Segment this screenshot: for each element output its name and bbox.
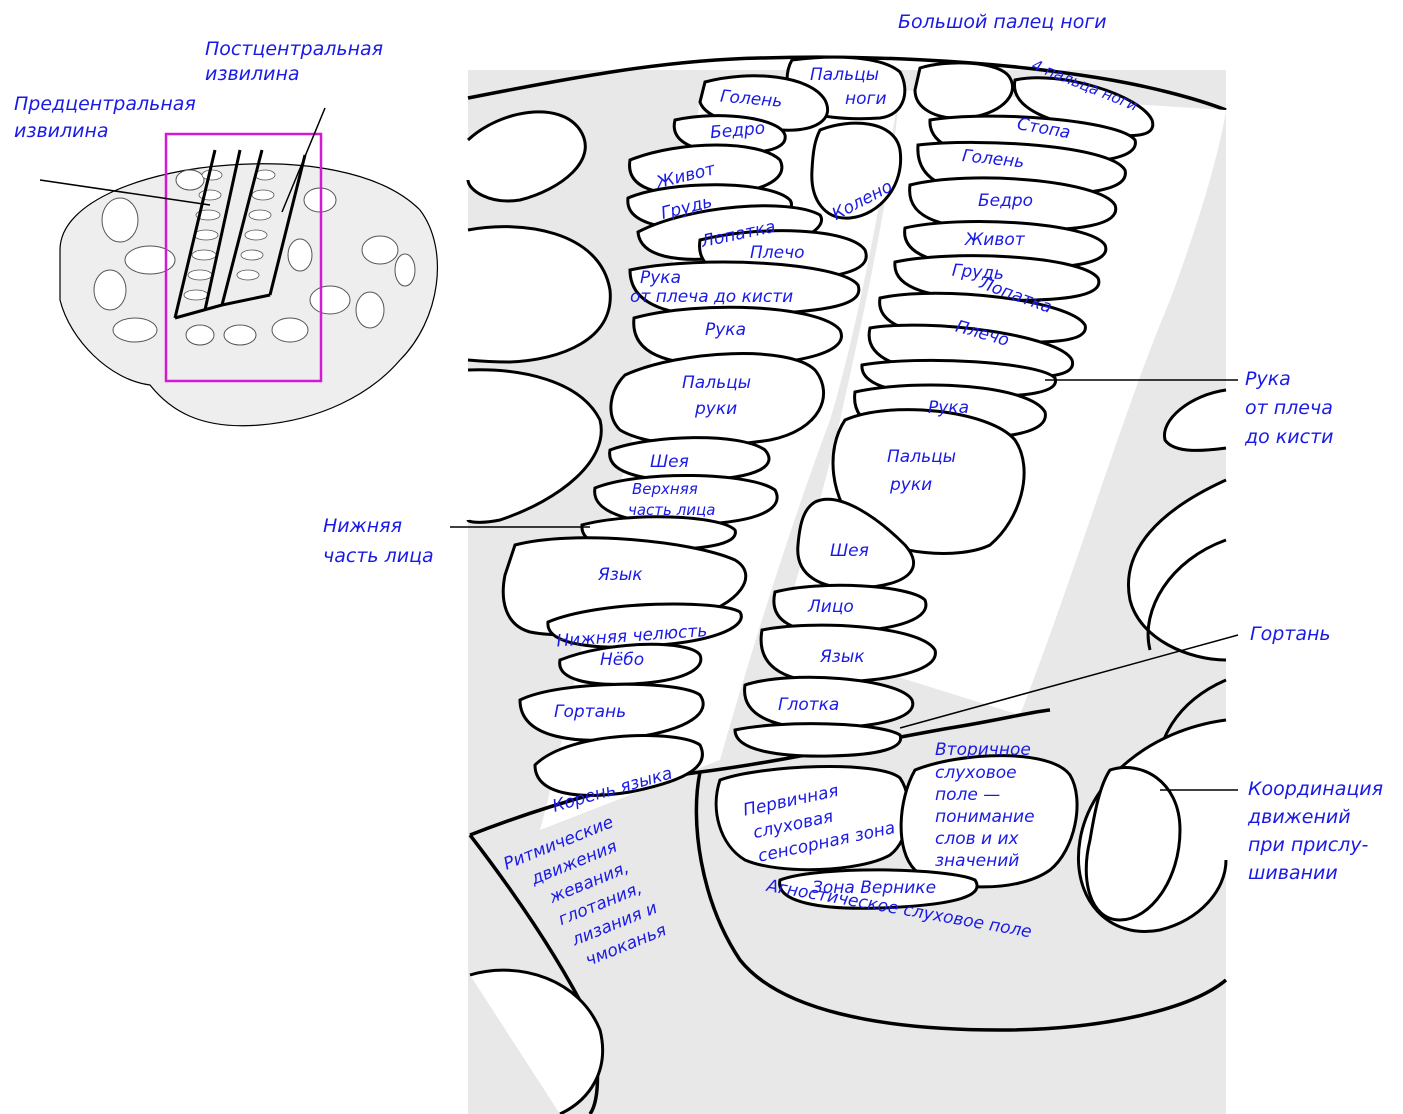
hand-shoulder-label-line1: Рука xyxy=(1245,368,1291,390)
motor-tongue-label: Язык xyxy=(597,565,643,585)
sensory-face-label: Лицо xyxy=(807,597,854,617)
hand-shoulder-label-line3: до кисти xyxy=(1244,426,1334,448)
sensory-fingers-label-line1: Пальцы xyxy=(887,447,956,467)
sensory-larynx-lobe xyxy=(735,724,901,756)
inset-labels: Постцентральная извилина Предцентральная… xyxy=(14,38,383,142)
secondary-auditory-label-line6: значений xyxy=(935,851,1019,871)
hearing-coord-label-line4: шивании xyxy=(1248,862,1338,884)
hearing-coord-label-line2: движений xyxy=(1247,806,1351,828)
secondary-auditory-label-line3: поле — xyxy=(935,785,1000,805)
lower-face-label-line1: Нижняя xyxy=(323,515,402,537)
motor-toes-label-line2: ноги xyxy=(845,89,887,109)
motor-fingers-label-line2: руки xyxy=(694,399,737,419)
motor-toes-label-line1: Пальцы xyxy=(810,65,879,85)
motor-shoulder-label: Плечо xyxy=(750,243,805,263)
sensory-hand-label: Рука xyxy=(928,398,969,418)
sensory-pharynx-label: Глотка xyxy=(778,695,839,715)
sensory-tongue-label: Язык xyxy=(819,647,865,667)
sensory-belly-label: Живот xyxy=(964,230,1026,250)
motor-fingers-label-line1: Пальцы xyxy=(682,373,751,393)
secondary-auditory-label-line1: Вторичное xyxy=(935,740,1031,760)
sensory-neck-label: Шея xyxy=(830,541,869,561)
postcentral-label-line1: Постцентральная xyxy=(205,38,383,60)
sensory-fingers-label-line2: руки xyxy=(889,475,932,495)
hearing-coord-label-line1: Координация xyxy=(1248,778,1383,800)
secondary-auditory-label-line2: слуховое xyxy=(935,763,1017,783)
secondary-auditory-label-line5: слов и их xyxy=(935,829,1020,849)
motor-arm-label-line1: Рука xyxy=(640,268,681,288)
motor-upper-face-label-line1: Верхняя xyxy=(632,480,698,498)
motor-neck-lobe xyxy=(610,438,769,481)
hearing-coord-label-line3: при прислу- xyxy=(1248,834,1369,856)
motor-upper-face-label-line2: часть лица xyxy=(628,501,715,519)
motor-hand-label: Рука xyxy=(705,320,746,340)
hand-shoulder-label-line2: от плеча xyxy=(1245,397,1333,419)
secondary-auditory-label-line4: понимание xyxy=(935,807,1035,827)
motor-arm-label-line2: от плеча до кисти xyxy=(630,287,793,307)
larynx-right-label: Гортань xyxy=(1250,623,1331,645)
precentral-label-line2: извилина xyxy=(14,120,109,142)
lower-face-label-line2: часть лица xyxy=(323,545,434,567)
big-toe-label: Большой палец ноги xyxy=(898,11,1107,33)
inset-brain xyxy=(40,108,437,426)
sensory-big-toe-lobe xyxy=(915,63,1013,118)
motor-neck-label: Шея xyxy=(650,452,689,472)
postcentral-label-line2: извилина xyxy=(205,63,300,85)
motor-larynx-label: Гортань xyxy=(554,702,626,722)
precentral-label-line1: Предцентральная xyxy=(14,93,196,115)
motor-palate-label: Нёбо xyxy=(600,650,644,670)
sensory-thigh-label: Бедро xyxy=(978,191,1033,211)
